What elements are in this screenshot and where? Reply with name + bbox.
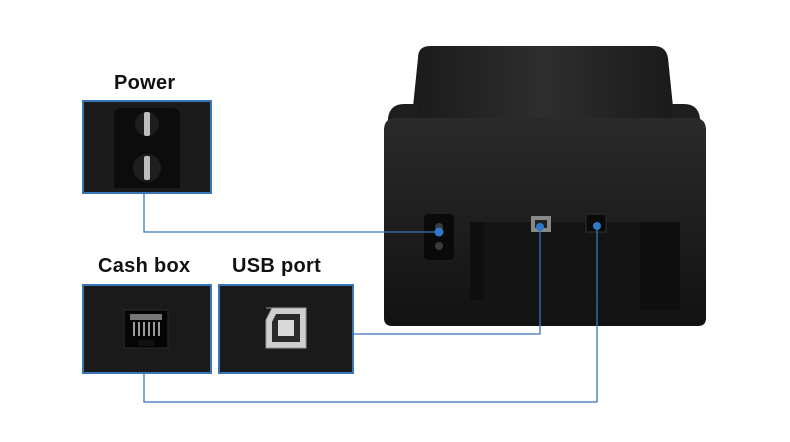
leader-lines [143,194,598,403]
power-connector-dot [434,227,444,237]
usb-port-closeup-panel [218,284,354,374]
cash-box-label: Cash box [98,255,191,277]
usb-port-label: USB port [232,255,322,277]
usb-leader-line [354,227,541,335]
rj11-port-icon [84,286,210,372]
cash-box-closeup-panel [82,284,212,374]
power-leader-line [143,194,439,233]
cashbox-connector-dot [593,222,601,230]
power-label: Power [114,72,176,94]
power-closeup-panel [82,100,212,194]
printer [384,46,706,326]
usb-connector-dot [536,223,544,231]
power-socket-icon [84,102,210,192]
usb-b-port-icon [220,286,352,372]
cashbox-leader-line [143,226,598,403]
